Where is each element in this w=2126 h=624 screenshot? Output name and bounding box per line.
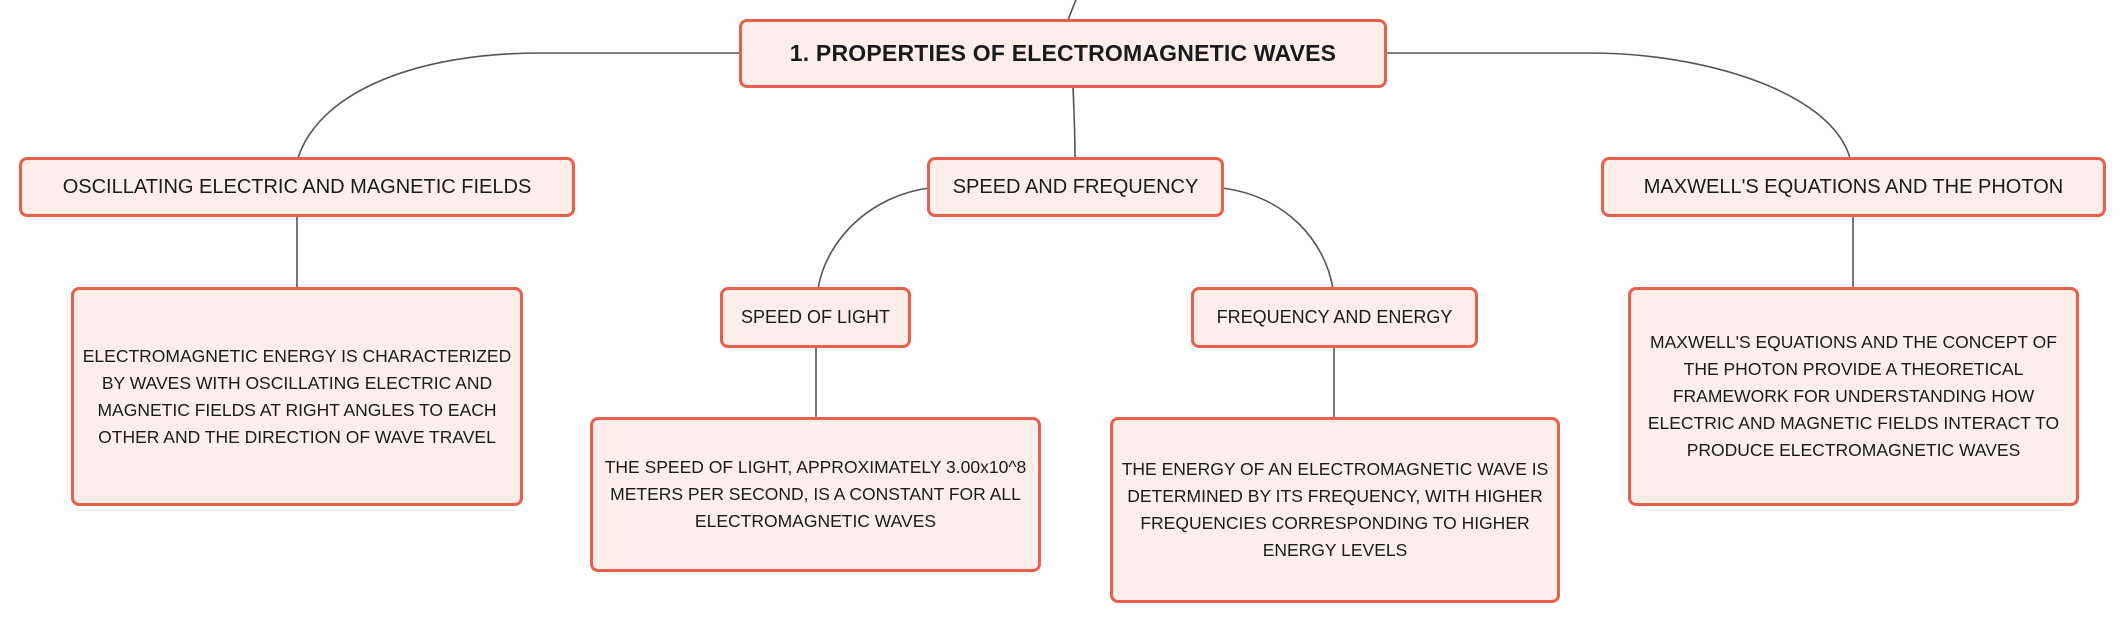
detail-node-text: MAXWELL'S EQUATIONS AND THE CONCEPT OF T… [1647, 332, 2060, 460]
branch-node-label: MAXWELL'S EQUATIONS AND THE PHOTON [1643, 175, 2064, 198]
subtopic-node-label: FREQUENCY AND ENERGY [1216, 307, 1453, 327]
root-node-label: 1. PROPERTIES OF ELECTROMAGNETIC WAVES [789, 40, 1337, 66]
connector-root-maxwell [1386, 52, 1851, 159]
root-node[interactable]: 1. PROPERTIES OF ELECTROMAGNETIC WAVES [739, 19, 1387, 88]
connector-root-parent [1067, 0, 1077, 21]
subtopic-node-speed-of-light[interactable]: SPEED OF LIGHT [720, 287, 911, 348]
detail-node-text: ELECTROMAGNETIC ENERGY IS CHARACTERIZED … [82, 345, 512, 447]
connector-root-oscillating [297, 52, 740, 159]
detail-node-maxwell-photon[interactable]: MAXWELL'S EQUATIONS AND THE CONCEPT OF T… [1628, 287, 2079, 506]
branch-node-label: SPEED AND FREQUENCY [952, 175, 1199, 198]
branch-node-label: OSCILLATING ELECTRIC AND MAGNETIC FIELDS [62, 175, 532, 198]
detail-node-speed-of-light[interactable]: THE SPEED OF LIGHT, APPROXIMATELY 3.00x1… [590, 417, 1041, 572]
detail-node-text: THE ENERGY OF AN ELECTROMAGNETIC WAVE IS… [1121, 459, 1549, 560]
branch-node-oscillating-fields[interactable]: OSCILLATING ELECTRIC AND MAGNETIC FIELDS [19, 157, 575, 217]
subtopic-node-frequency-energy[interactable]: FREQUENCY AND ENERGY [1191, 287, 1478, 348]
detail-node-frequency-energy[interactable]: THE ENERGY OF AN ELECTROMAGNETIC WAVE IS… [1110, 417, 1560, 603]
detail-node-text: THE SPEED OF LIGHT, APPROXIMATELY 3.00x1… [604, 457, 1027, 531]
connector-speed-light [817, 187, 930, 290]
branch-node-speed-frequency[interactable]: SPEED AND FREQUENCY [927, 157, 1224, 217]
subtopic-node-label: SPEED OF LIGHT [740, 307, 891, 327]
connector-root-speed [1072, 86, 1076, 159]
branch-node-maxwell-photon[interactable]: MAXWELL'S EQUATIONS AND THE PHOTON [1601, 157, 2106, 217]
connector-speed-frequency [1221, 187, 1334, 290]
detail-node-oscillating-fields[interactable]: ELECTROMAGNETIC ENERGY IS CHARACTERIZED … [71, 287, 523, 506]
